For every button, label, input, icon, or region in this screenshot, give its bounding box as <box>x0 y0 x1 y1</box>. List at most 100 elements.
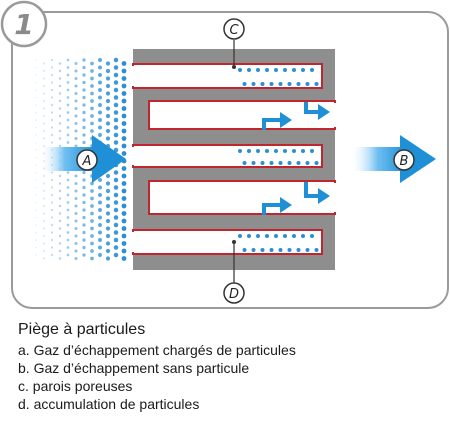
particle-dot <box>113 207 119 213</box>
particle-dot <box>113 65 119 70</box>
trapped-particle <box>269 161 274 165</box>
particle-dot <box>82 95 86 100</box>
particle-dot <box>121 256 127 261</box>
particle-dot <box>74 144 78 148</box>
particle-dot <box>121 241 127 246</box>
particle-dot <box>35 104 37 106</box>
particle-dot <box>90 121 94 126</box>
particle-dot <box>113 102 119 108</box>
particle-dot <box>121 106 127 111</box>
particle-dot <box>98 110 102 115</box>
trapped-particle <box>292 149 296 153</box>
particle-dot <box>35 74 37 76</box>
particle-dot <box>43 190 45 192</box>
particle-dot <box>98 245 102 250</box>
particle-dot <box>121 121 127 126</box>
inflow-label-circle <box>76 149 98 171</box>
particle-dot <box>74 226 78 231</box>
particle-dot <box>50 96 54 99</box>
particle-dot <box>66 81 70 84</box>
particle-dot <box>82 125 86 130</box>
outflow-label-circle <box>393 149 415 171</box>
particle-dot <box>113 95 119 100</box>
particle-dot <box>98 253 102 257</box>
particle-dot <box>66 201 70 204</box>
particle-dot <box>98 103 102 107</box>
trapped-particle <box>283 234 287 238</box>
particle-dot <box>35 224 37 226</box>
trapped-particle <box>265 234 269 238</box>
particle-dot <box>121 98 127 104</box>
particle-dot <box>43 227 45 230</box>
particle-dot <box>43 182 45 185</box>
particle-dot <box>74 256 78 261</box>
particle-dot <box>58 249 62 253</box>
particle-dot <box>105 121 111 126</box>
particle-dot <box>35 209 37 211</box>
deposit-label-circle <box>223 282 245 304</box>
particle-dot <box>105 128 111 134</box>
particle-dot <box>35 231 37 234</box>
trapped-particle <box>305 248 310 252</box>
particle-dot <box>74 91 78 96</box>
particle-dot <box>74 234 78 238</box>
particle-dot <box>35 89 37 91</box>
particle-dot <box>113 132 119 138</box>
trapped-particle <box>242 161 247 165</box>
particle-dot <box>98 200 102 205</box>
particle-dot <box>105 91 111 96</box>
trapped-particle <box>242 82 247 86</box>
particle-dot <box>66 88 70 92</box>
particle-dot <box>58 122 62 125</box>
particle-dot <box>50 111 54 114</box>
particle-dot <box>90 219 94 223</box>
trapped-particle <box>310 149 314 153</box>
particle-dot <box>74 84 78 88</box>
particle-dot <box>66 73 70 77</box>
particle-dot <box>121 226 127 231</box>
particle-dot <box>121 211 127 216</box>
trapped-particle <box>287 161 292 165</box>
trapped-particle <box>238 234 242 238</box>
particle-dot <box>74 196 78 201</box>
particle-dot <box>113 200 119 205</box>
particle-dot <box>66 171 70 174</box>
trapped-particle <box>269 82 274 86</box>
particle-dot <box>35 246 37 249</box>
particle-dot <box>50 193 54 197</box>
trapped-particle <box>265 68 269 72</box>
particle-dot <box>66 141 70 144</box>
particle-dot <box>113 140 119 145</box>
particle-dot <box>50 223 54 227</box>
particle-trap-diagram: 1 <box>0 0 449 309</box>
trapped-particle <box>292 68 296 72</box>
trapped-particle <box>247 234 251 238</box>
particle-dot <box>58 137 62 140</box>
particle-dot <box>58 129 62 133</box>
wall-flow-arrow <box>304 182 322 198</box>
particle-dot <box>74 121 78 126</box>
particle-dot <box>50 126 54 129</box>
particle-dot <box>82 73 86 77</box>
trapped-particle <box>296 161 301 165</box>
particle-dot <box>35 119 37 121</box>
trapped-particle <box>301 68 305 72</box>
particle-dot <box>66 208 70 212</box>
particle-dot <box>58 69 62 73</box>
particle-dot <box>98 185 102 190</box>
particle-dot <box>35 96 37 99</box>
particle-dot <box>58 174 62 178</box>
particle-dot <box>82 215 86 220</box>
deposit-label: D <box>229 287 239 302</box>
particle-dot <box>43 122 45 125</box>
particle-dot <box>50 58 54 62</box>
particle-dot <box>43 77 45 80</box>
particle-dot <box>50 133 54 137</box>
particle-dot <box>82 230 86 235</box>
particle-dot <box>105 83 111 89</box>
particle-dot <box>66 178 70 182</box>
particle-dot <box>121 68 127 74</box>
particle-dot <box>66 238 70 242</box>
particle-dot <box>82 208 86 212</box>
particle-dot <box>58 62 62 65</box>
